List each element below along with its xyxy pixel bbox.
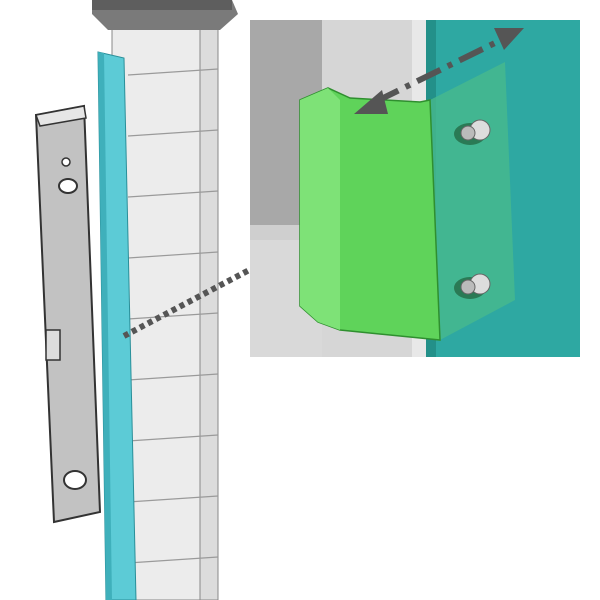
detail-inset <box>250 20 580 357</box>
brick-course-line <box>127 312 219 320</box>
bolt-icon <box>454 119 491 145</box>
brick-course-line <box>127 373 219 381</box>
brick-course-line <box>127 556 219 564</box>
brick-course-line <box>127 251 219 259</box>
bolt-icon <box>454 273 491 299</box>
bracket-plate <box>34 104 102 524</box>
brick-course-line <box>127 495 219 503</box>
brick-course-line <box>127 68 219 76</box>
teal-post <box>97 51 137 600</box>
pillar-cap <box>92 0 238 30</box>
brick-course-line <box>127 190 219 198</box>
dash-dot-double-arrow-icon <box>354 28 524 114</box>
green-bracket <box>299 62 515 341</box>
brick-course-line <box>127 129 219 137</box>
brick-course-line <box>127 434 219 442</box>
